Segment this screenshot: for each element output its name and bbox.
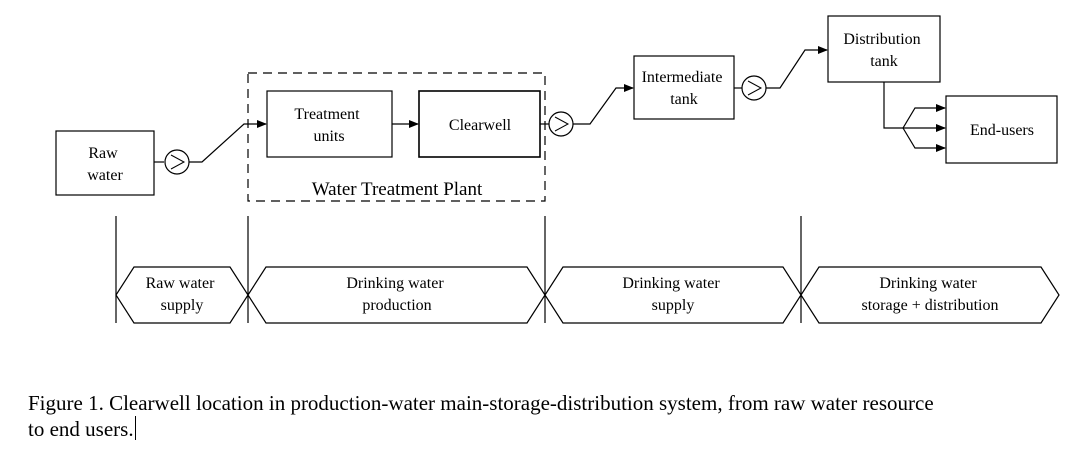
pump-icon [548,111,574,137]
stage-label: Drinking water production [346,275,447,314]
plant-label: Water Treatment Plant [312,179,483,200]
end-users-label: End-users [970,122,1034,139]
text-cursor [134,416,136,440]
figure-caption: Figure 1. Clearwell location in producti… [28,390,1068,442]
stage-drinking-water-supply [544,266,802,324]
stage-label: Drinking water supply [622,275,723,314]
stage-raw-water-supply [115,266,249,324]
water-system-diagram: Water Treatment Plant Raw water Treatmen… [55,15,1060,324]
raw-water-label: Raw water [87,145,123,184]
clearwell-label: Clearwell [449,117,512,134]
pipe-to-plant [189,120,267,163]
treatment-plant-boundary [247,72,546,202]
end-users-box [945,95,1058,164]
stage-label: Raw water supply [146,275,219,314]
treatment-units-box [266,90,393,158]
distribution-tank-box [827,15,941,83]
caption-line-1: Figure 1. Clearwell location in producti… [28,391,934,415]
clearwell-box [418,90,541,158]
caption-line-2: to end users. [28,417,134,441]
distribution-branch [883,82,946,152]
stage-drinking-water-production [247,266,546,324]
pipe-to-distribution-tank [766,46,828,89]
pipe-to-intermediate-tank [573,84,634,125]
intermediate-tank-box [633,55,735,120]
stage-separators [115,216,802,323]
stage-storage-distribution [800,266,1060,324]
intermediate-tank-label: Intermediate tank [642,69,727,108]
pump-icon [164,149,190,175]
distribution-tank-label: Distribution tank [843,31,924,70]
pump-icon [741,75,767,101]
raw-water-box [55,130,155,196]
stage-label: Drinking water storage + distribution [861,275,998,314]
treatment-units-label: Treatment units [294,106,363,145]
